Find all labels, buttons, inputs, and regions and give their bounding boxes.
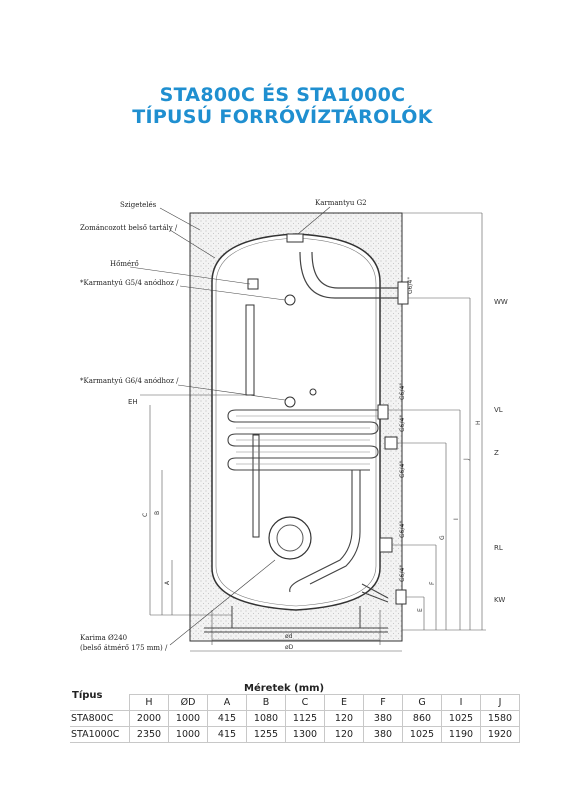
table-cell: 860 (402, 710, 442, 727)
svg-text:G6/4": G6/4" (399, 415, 406, 432)
dim-c: C (142, 513, 149, 517)
column-header: G (402, 694, 442, 711)
column-header: F (363, 694, 403, 711)
label-ww: WW (494, 298, 508, 306)
table-cell: 415 (207, 710, 247, 727)
label-thermometer: Hőmérő (110, 259, 139, 268)
column-header: A (207, 694, 247, 711)
ww-connector (397, 281, 409, 305)
table-cell: 1300 (285, 726, 325, 743)
label-anode-g54: *Karmantyú G5/4 anódhoz / (80, 279, 179, 287)
anode-sleeve-1 (284, 294, 296, 306)
label-tank: Zománcozott belső tartály / (80, 223, 178, 232)
column-header: E (324, 694, 364, 711)
svg-text:G6/4": G6/4" (407, 277, 414, 294)
table-cell: 1000 (168, 726, 208, 743)
dim-e: E (417, 608, 424, 612)
svg-text:G6/4": G6/4" (399, 461, 406, 478)
dim-j: J (463, 458, 470, 461)
heating-coil (227, 409, 389, 603)
leader-lines (129, 206, 331, 646)
column-header: J (480, 694, 520, 711)
table-cell: 1920 (480, 726, 520, 743)
top-sleeve (286, 233, 304, 243)
tank-technical-drawing: Szigetelés Zománcozott belső tartály / H… (80, 199, 508, 652)
column-header: H (129, 694, 169, 711)
label-inner-diameter: ød (285, 633, 293, 640)
column-header: I (441, 694, 481, 711)
row-type-name: STA800C (70, 710, 130, 727)
tank-feet (204, 606, 388, 633)
table-title: Méretek (mm) (244, 683, 325, 694)
table-cell: 1190 (441, 726, 481, 743)
table-cell: 1580 (480, 710, 520, 727)
anode-rod-1 (245, 304, 255, 396)
left-dimensions (140, 394, 246, 616)
anode-sleeve-2 (284, 396, 296, 408)
table-cell: 1255 (246, 726, 286, 743)
row-type-name: STA1000C (70, 726, 130, 743)
label-kw: KW (494, 596, 505, 604)
table-cell: 415 (207, 726, 247, 743)
label-outer-diameter: øD (285, 644, 294, 651)
label-flange-1: Karima Ø240 (80, 634, 127, 642)
column-header: ØD (168, 694, 208, 711)
table-cell: 1025 (402, 726, 442, 743)
right-dimensions (388, 212, 486, 631)
anode-sleeve-3 (309, 388, 317, 396)
dimensions-table: H ØD A B C E F G I J STA800C 2000 1000 4… (70, 694, 520, 743)
svg-text:G6/4": G6/4" (399, 383, 406, 400)
label-flange-2: (belső átmérő 175 mm) / (80, 643, 168, 652)
dim-f: F (429, 581, 436, 585)
table-row: STA800C 2000 1000 415 1080 1125 120 380 … (70, 710, 520, 727)
table-cell: 380 (363, 710, 403, 727)
label-anode-g64: *Karmantyú G6/4 anódhoz / (80, 377, 179, 385)
table-cell: 120 (324, 726, 364, 743)
table-cell: 1000 (168, 710, 208, 727)
table-cell: 1080 (246, 710, 286, 727)
svg-text:G6/4": G6/4" (399, 521, 406, 538)
table-cell: 1125 (285, 710, 325, 727)
title-line-1: STA800C ÉS STA1000C (159, 84, 406, 106)
label-vl: VL (494, 406, 503, 414)
table-cell: 2350 (129, 726, 169, 743)
coil-connectors (377, 404, 407, 605)
dim-i: I (453, 518, 460, 520)
label-eh: EH (128, 398, 138, 406)
table-header-row: H ØD A B C E F G I J (70, 694, 520, 711)
inspection-flange (268, 516, 312, 560)
bottom-dimensions (190, 610, 402, 652)
table-row-header: Típus (72, 690, 103, 701)
title-line-2: TÍPUSÚ FORRÓVÍZTÁROLÓK (132, 106, 433, 128)
dim-h: H (475, 420, 482, 425)
table-row: STA1000C 2350 1000 415 1255 1300 120 380… (70, 726, 520, 743)
pipe-size-labels: G6/4" G6/4" G6/4" G6/4" G6/4" G6/4" (399, 277, 414, 582)
anode-rod-2 (252, 434, 260, 538)
label-insulation: Szigetelés (120, 201, 157, 209)
dim-b: B (154, 511, 161, 515)
label-z: Z (494, 449, 499, 457)
label-sleeve-g2: Karmantyu G2 (315, 199, 367, 207)
column-header: C (285, 694, 325, 711)
dim-g: G (439, 535, 446, 540)
table-cell: 1025 (441, 710, 481, 727)
table-cell: 2000 (129, 710, 169, 727)
svg-text:G6/4": G6/4" (399, 565, 406, 582)
table-cell: 120 (324, 710, 364, 727)
column-header: B (246, 694, 286, 711)
label-rl: RL (494, 544, 503, 552)
hot-water-pipe (299, 251, 405, 299)
table-cell: 380 (363, 726, 403, 743)
dim-a: A (164, 580, 171, 585)
